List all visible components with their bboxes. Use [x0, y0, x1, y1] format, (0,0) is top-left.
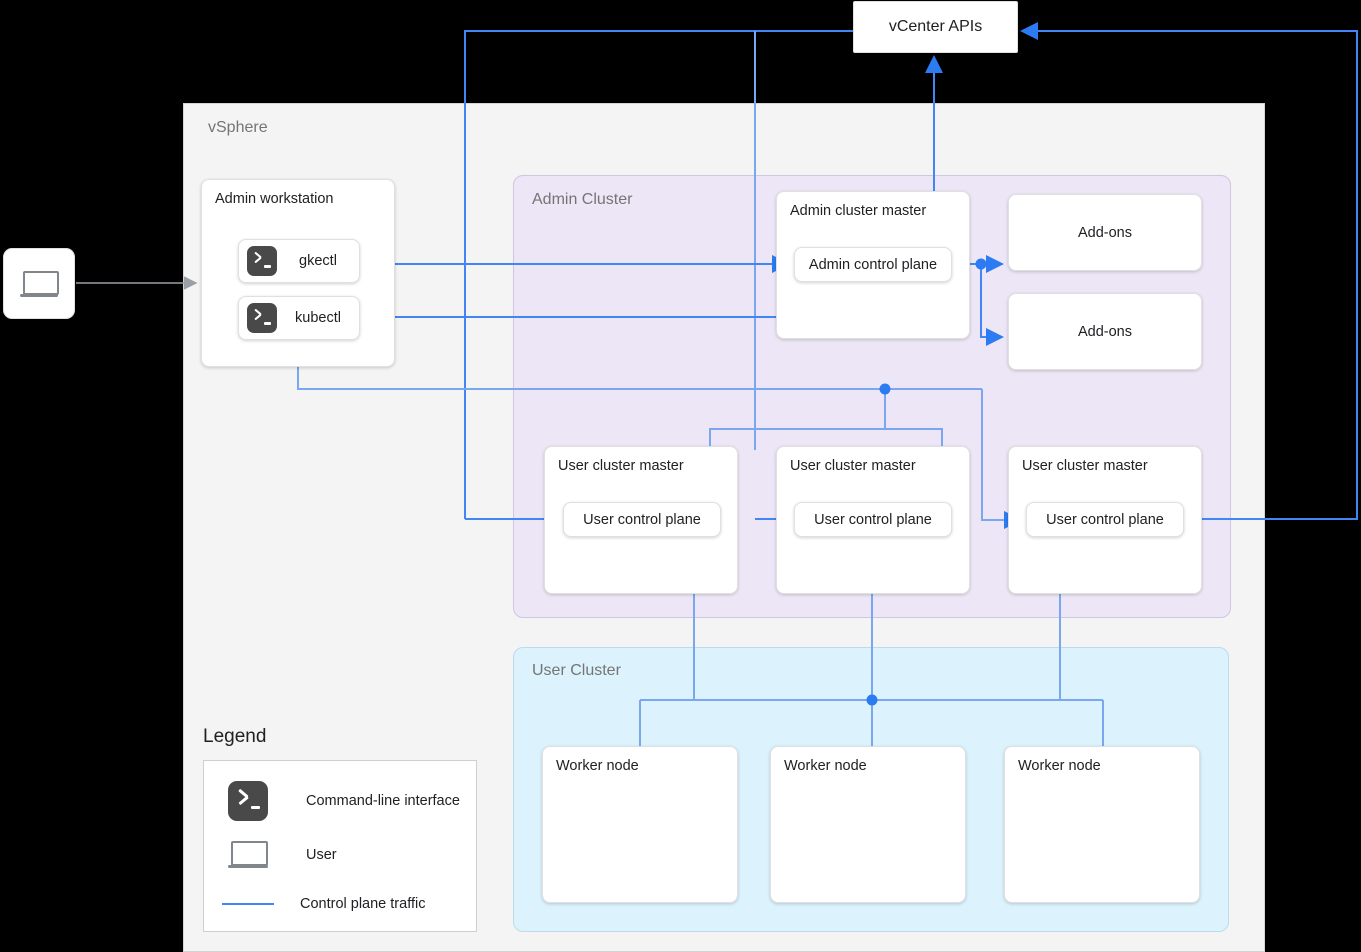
tool-kubectl-label: kubectl	[295, 310, 341, 326]
user-cluster-master-title-1: User cluster master	[558, 458, 684, 474]
worker-node-box-2[interactable]: Worker node	[770, 746, 966, 903]
admin-cluster-master-title: Admin cluster master	[790, 203, 927, 219]
admin-workstation-title: Admin workstation	[215, 191, 334, 207]
legend-label-cli: Command-line interface	[306, 793, 460, 809]
worker-node-box-1[interactable]: Worker node	[542, 746, 738, 903]
addons-box-1[interactable]: Add-ons	[1008, 194, 1202, 271]
laptop-icon	[228, 841, 268, 869]
user-control-plane-box-1[interactable]: User control plane	[563, 502, 721, 537]
laptop-icon	[20, 270, 59, 297]
terminal-icon	[247, 246, 277, 276]
terminal-icon	[247, 303, 277, 333]
user-control-plane-label-1: User control plane	[583, 511, 701, 528]
terminal-icon	[228, 781, 268, 821]
addons-label-1: Add-ons	[1077, 224, 1132, 241]
legend-item-traffic: Control plane traffic	[222, 896, 425, 912]
vsphere-label: vSphere	[208, 119, 268, 136]
user-control-plane-label-2: User control plane	[814, 511, 932, 528]
tool-gkectl-label: gkectl	[299, 253, 337, 269]
legend-title: Legend	[203, 726, 267, 747]
legend-box: Command-line interface User Control plan…	[203, 760, 477, 932]
vcenter-apis-label: vCenter APIs	[888, 18, 983, 35]
admin-cluster-label: Admin Cluster	[532, 191, 633, 208]
user-cluster-label: User Cluster	[532, 662, 621, 679]
user-control-plane-box-2[interactable]: User control plane	[794, 502, 952, 537]
admin-workstation-box[interactable]: Admin workstation gkectl kubectl	[201, 179, 395, 367]
legend-label-user: User	[306, 847, 337, 863]
worker-node-box-3[interactable]: Worker node	[1004, 746, 1200, 903]
line-swatch-icon	[222, 903, 274, 905]
addons-label-2: Add-ons	[1077, 323, 1132, 340]
tool-gkectl[interactable]: gkectl	[238, 239, 360, 283]
tool-kubectl[interactable]: kubectl	[238, 296, 360, 340]
admin-control-plane-box[interactable]: Admin control plane	[794, 247, 952, 282]
user-control-plane-label-3: User control plane	[1046, 511, 1164, 528]
legend-item-cli: Command-line interface	[228, 781, 460, 821]
worker-node-title-3: Worker node	[1018, 758, 1101, 774]
user-cluster-master-title-2: User cluster master	[790, 458, 916, 474]
legend-label-traffic: Control plane traffic	[300, 896, 426, 912]
user-node[interactable]	[3, 248, 75, 319]
admin-control-plane-label: Admin control plane	[808, 256, 938, 273]
user-cluster-master-title-3: User cluster master	[1022, 458, 1148, 474]
vcenter-apis-box[interactable]: vCenter APIs	[853, 1, 1018, 53]
worker-node-title-1: Worker node	[556, 758, 639, 774]
legend-item-user: User	[228, 841, 337, 869]
user-control-plane-box-3[interactable]: User control plane	[1026, 502, 1184, 537]
worker-node-title-2: Worker node	[784, 758, 867, 774]
addons-box-2[interactable]: Add-ons	[1008, 293, 1202, 370]
